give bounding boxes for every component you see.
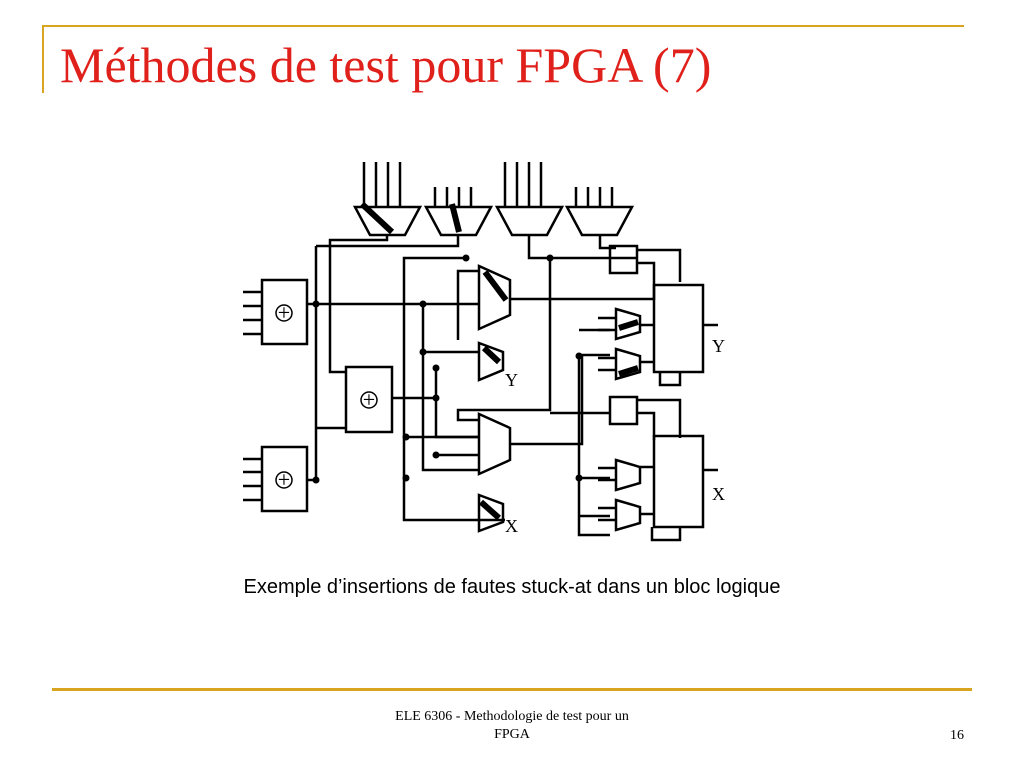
footer-course-title: ELE 6306 - Methodologie de test pour un … bbox=[362, 708, 662, 744]
output-register-x bbox=[652, 434, 705, 529]
xor-block-middle bbox=[344, 365, 394, 434]
output-register-y bbox=[652, 283, 705, 374]
mux-main-upper bbox=[477, 264, 512, 331]
output-label-x: X bbox=[712, 484, 725, 504]
top-mux-4 bbox=[564, 205, 635, 237]
routing-wires bbox=[307, 235, 718, 542]
top-mux-2 bbox=[423, 205, 494, 237]
footer-rule bbox=[52, 688, 972, 691]
top-mux-row bbox=[352, 205, 635, 237]
logic-block-diagram: + + + Y X Y X bbox=[243, 162, 725, 542]
right-mux-inputs bbox=[598, 316, 616, 522]
mux-small-y bbox=[477, 341, 505, 382]
flip-flop-upper bbox=[608, 244, 639, 275]
top-mux-input-lines bbox=[362, 162, 614, 207]
output-label-y: Y bbox=[712, 336, 725, 356]
junction-dots bbox=[312, 254, 583, 484]
output-label-y-inner: Y bbox=[505, 370, 518, 390]
left-input-ports bbox=[243, 290, 262, 502]
title-frame-left-rule bbox=[42, 25, 44, 93]
top-mux-1 bbox=[352, 205, 423, 237]
flip-flop-lower bbox=[608, 395, 639, 426]
footer-line-1: ELE 6306 - Methodologie de test pour un bbox=[395, 709, 629, 724]
right-mux-4 bbox=[614, 498, 642, 532]
inner-mux-group bbox=[477, 264, 512, 533]
page-number: 16 bbox=[950, 728, 964, 743]
xor-block-top bbox=[260, 278, 309, 346]
top-mux-3 bbox=[494, 205, 565, 237]
footer-line-2: FPGA bbox=[494, 727, 530, 742]
right-mux-3 bbox=[614, 458, 642, 492]
output-label-x-inner: X bbox=[505, 516, 518, 536]
stuck-at-fault-markers bbox=[359, 201, 639, 521]
mux-small-x bbox=[477, 493, 505, 533]
title-frame-top-rule bbox=[42, 25, 964, 27]
figure-caption: Exemple d’insertions de fautes stuck-at … bbox=[243, 576, 781, 598]
mux-main-lower bbox=[477, 412, 512, 476]
slide-title: Méthodes de test pour FPGA (7) bbox=[60, 37, 712, 93]
